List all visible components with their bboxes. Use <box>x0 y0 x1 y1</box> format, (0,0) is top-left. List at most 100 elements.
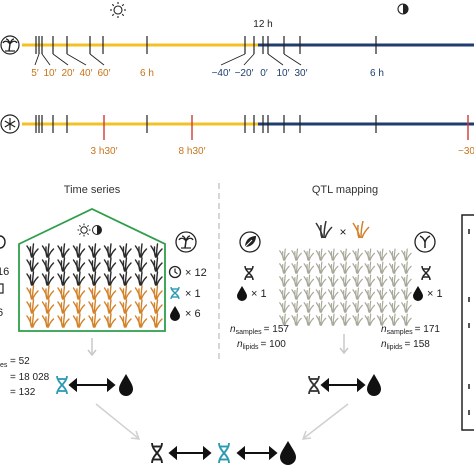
plant-icon <box>119 271 132 286</box>
qtl-right-samples: nsamples= 171 <box>381 324 440 336</box>
qtl-right-count: × 1 <box>427 288 443 300</box>
qtl-left-samples-n: n <box>230 324 236 335</box>
plant-icon <box>388 274 400 287</box>
tick-connector <box>267 53 284 66</box>
qtl-left-count: × 1 <box>251 288 267 300</box>
stat-subscript: es <box>0 362 8 369</box>
side-panel-marks <box>468 229 470 415</box>
tick-label-30-night: 30′ <box>295 68 308 79</box>
qtl-left-lipids-value: = 100 <box>261 339 287 350</box>
plant-icon <box>88 285 101 300</box>
plant-icon <box>134 299 148 314</box>
droplet-icon-bottom <box>280 441 296 465</box>
legend-droplet-value: × 6 <box>185 308 201 320</box>
plant-icon <box>364 248 376 261</box>
dna-icon-bottom-black <box>151 442 163 464</box>
plant-icon <box>303 300 315 313</box>
legend-dna-value: × 1 <box>185 288 201 300</box>
timeline-bottom: 3 h30′ 8 h30′ −300 <box>0 114 474 157</box>
plant-icon <box>376 274 388 287</box>
plant-icon <box>401 287 412 300</box>
plant-icon <box>340 313 351 326</box>
double-arrow-bottom-right <box>236 445 278 461</box>
plant-icon <box>401 300 412 313</box>
tick-label-minus300: −300 <box>458 146 474 157</box>
plant-icon <box>401 313 412 326</box>
droplet-icon-ts <box>119 374 133 396</box>
qtl-left-lipids: nlipids= 100 <box>237 339 286 351</box>
plant-icon <box>315 248 327 261</box>
tick-label-40: 40′ <box>80 68 93 79</box>
qtl-left-samples-sub: samples <box>236 329 263 336</box>
tick-label-3h30: 3 h30′ <box>91 146 118 157</box>
sun-icon-small <box>77 223 91 237</box>
dna-icon-qtl-left <box>244 265 254 281</box>
plant-icon <box>88 313 101 328</box>
down-arrow-right <box>339 334 349 355</box>
tick-label-6h-day: 6 h <box>140 68 154 79</box>
plant-icon <box>291 274 302 287</box>
plant-icon <box>150 271 163 286</box>
double-arrow-bottom-left <box>168 445 212 461</box>
clock-icon <box>168 265 182 279</box>
plant-icon <box>88 243 101 258</box>
qtl-left-lipids-n: n <box>237 339 243 350</box>
plant-icon <box>315 287 327 300</box>
plant-icon <box>327 248 339 261</box>
converging-arrows <box>95 403 349 440</box>
tick-connector <box>66 53 87 66</box>
half-moon-icon-small <box>92 225 102 235</box>
dna-icon-bottom-teal <box>218 442 230 464</box>
plant-icon <box>352 261 363 274</box>
plant-icon <box>134 257 148 272</box>
plant-icon <box>119 257 132 272</box>
plant-icon <box>327 261 339 274</box>
dna-icon-qtl-right <box>421 265 431 281</box>
plant-icon <box>303 313 315 326</box>
plant-icon <box>291 261 302 274</box>
plant-icon <box>134 313 148 328</box>
plant-icon <box>103 257 117 272</box>
plant-icon <box>103 243 117 258</box>
dna-icon-qtl <box>308 375 320 395</box>
plant-icon <box>401 261 412 274</box>
plant-icon <box>57 257 70 272</box>
sun-icon <box>110 2 126 18</box>
down-arrow-left <box>87 338 97 357</box>
plant-icon <box>291 300 302 313</box>
plant-icon <box>41 299 55 314</box>
svg-text:nsamples= 171: nsamples= 171 <box>381 324 440 336</box>
tick-label-8h30: 8 h30′ <box>179 146 206 157</box>
qtl-left-lipids-sub: lipids <box>243 344 259 351</box>
plant-icon <box>41 285 55 300</box>
left-partial-icon <box>0 235 6 249</box>
plant-icon <box>376 248 388 261</box>
cross-symbol: × <box>339 225 346 239</box>
left-partial-number-1: 16 <box>0 266 9 278</box>
plant-icon <box>279 274 290 287</box>
bottom-integration-row <box>151 441 296 465</box>
qtl-left-samples-value: = 157 <box>264 324 290 335</box>
plant-icon <box>41 243 55 258</box>
tick-label-60: 60′ <box>98 68 111 79</box>
plant-icon <box>376 261 388 274</box>
tick-label-10: 10′ <box>44 68 57 79</box>
droplet-icon <box>170 306 180 321</box>
plant-icon <box>291 287 302 300</box>
plant-icon <box>340 261 351 274</box>
tick-label-10-night: 10′ <box>277 68 290 79</box>
plant-icon <box>364 287 376 300</box>
plant-icon <box>150 257 163 272</box>
dna-icon-ts <box>56 375 68 395</box>
plant-icon <box>291 248 302 261</box>
stat-samples: = 52 <box>10 356 30 367</box>
plant-icon <box>279 261 290 274</box>
palm-tree-icon-small <box>175 231 197 253</box>
tick-label-5: 5′ <box>31 68 39 79</box>
plant-icon <box>150 285 163 300</box>
tick-label-0: 0′ <box>260 68 268 79</box>
dna-icon <box>170 286 180 300</box>
left-partial-icon-2 <box>0 283 4 294</box>
plant-icon <box>376 287 388 300</box>
